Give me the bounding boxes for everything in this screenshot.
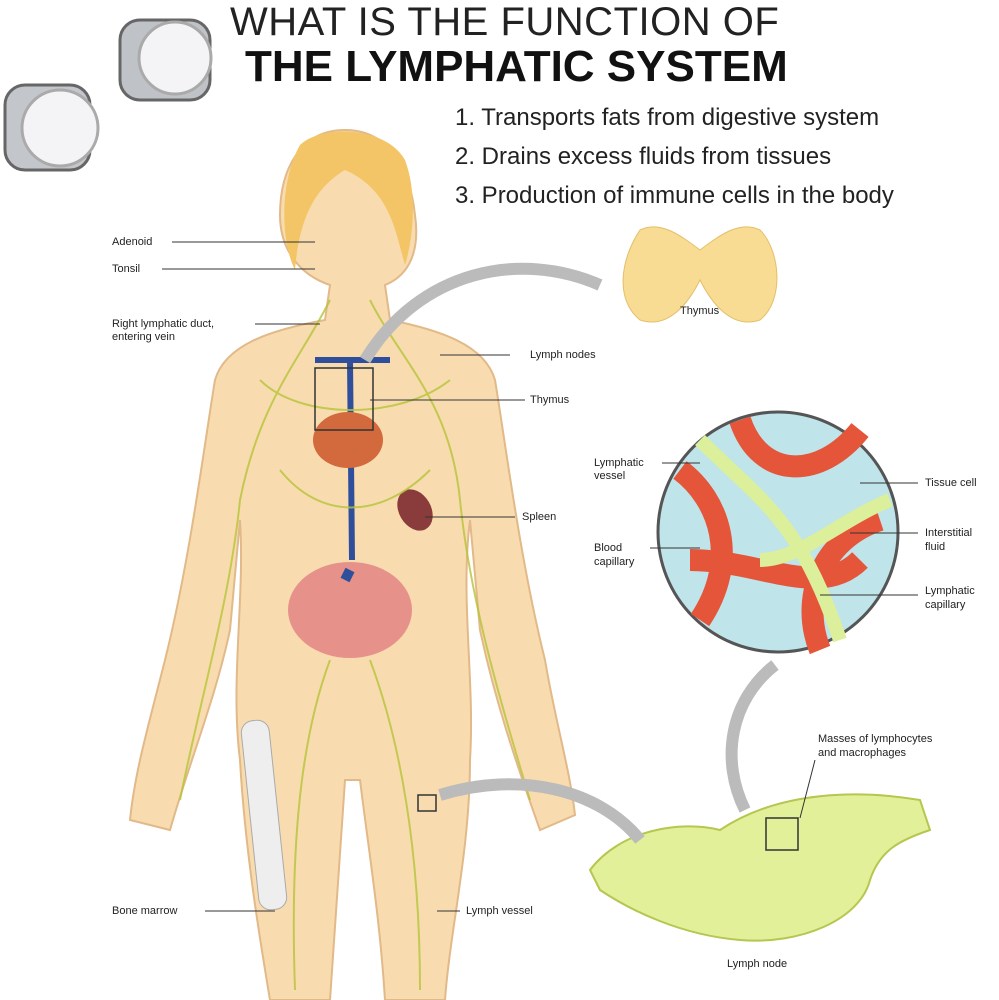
label-thymus-inset: Thymus: [680, 305, 720, 317]
label-tissue-cell: Tissue cell: [925, 477, 977, 489]
label-lymph-node: Lymph node: [727, 958, 788, 970]
capillary-inset: [656, 410, 900, 655]
function-item-1: 1. Transports fats from digestive system: [455, 104, 880, 131]
label-lymph-vessel: Lymph vessel: [466, 905, 533, 917]
label-lymphatic-capillary-2: capillary: [925, 599, 966, 611]
label-lymphatic-capillary-1: Lymphatic: [925, 585, 975, 597]
label-spleen: Spleen: [522, 511, 557, 523]
label-adenoid: Adenoid: [112, 236, 153, 248]
label-interstitial-1: Interstitial: [925, 527, 973, 539]
label-lymphatic-vessel-2: vessel: [594, 470, 626, 482]
label-right-duct-2: entering vein: [112, 331, 175, 343]
title-line-2: THE LYMPHATIC SYSTEM: [245, 42, 788, 91]
thymus-inset: [622, 226, 778, 323]
earring-image: [3, 18, 213, 172]
label-masses-1: Masses of lymphocytes: [818, 733, 933, 745]
label-bone-marrow: Bone marrow: [112, 905, 178, 917]
label-tonsil: Tonsil: [112, 263, 141, 275]
function-item-3: 3. Production of immune cells in the bod…: [455, 182, 894, 209]
label-blood-capillary-2: capillary: [594, 556, 635, 568]
human-body-figure: [128, 128, 577, 1000]
label-masses-2: and macrophages: [818, 747, 907, 759]
label-leader-lines: [162, 241, 918, 912]
function-item-2: 2. Drains excess fluids from tissues: [455, 143, 832, 170]
callout-arrows: [359, 262, 779, 844]
label-interstitial-2: fluid: [925, 541, 946, 553]
label-lymphatic-vessel-1: Lymphatic: [594, 457, 644, 469]
title-line-1: WHAT IS THE FUNCTION OF: [230, 0, 780, 44]
label-blood-capillary-1: Blood: [594, 542, 623, 554]
label-thymus: Thymus: [530, 394, 570, 406]
label-lymph-nodes: Lymph nodes: [530, 349, 596, 361]
lymph-node-illustration: [588, 793, 932, 942]
label-right-duct-1: Right lymphatic duct,: [112, 318, 215, 330]
